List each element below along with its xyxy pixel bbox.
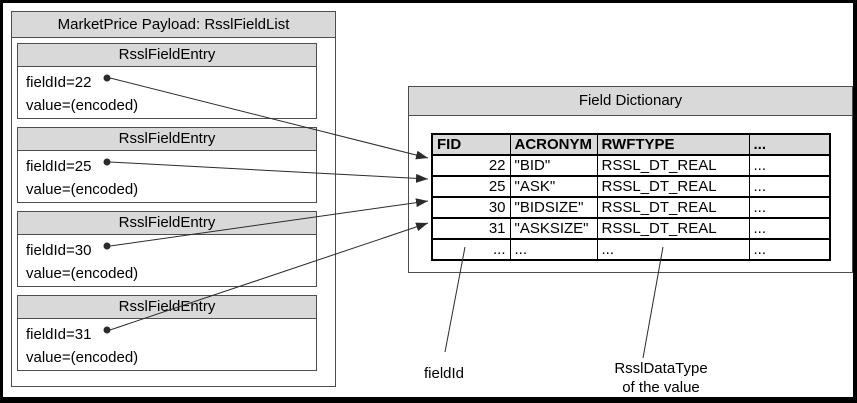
cell-acronym: "ASKSIZE"	[509, 217, 598, 240]
cell-more: ...	[748, 217, 831, 240]
cell-acronym: "BIDSIZE"	[509, 196, 598, 219]
field-entry-header: RsslFieldEntry	[18, 44, 316, 67]
cell-rwftype: RSSL_DT_REAL	[596, 196, 750, 219]
cell-more: ...	[748, 175, 831, 198]
datatype-annotation-line2: of the value	[622, 379, 700, 396]
cell-fid: 31	[431, 217, 511, 240]
datatype-annotation-line1: RsslDataType	[614, 360, 708, 377]
table-row-ellipsis: ... ... ... ...	[431, 238, 831, 261]
table-row: 31 "ASKSIZE" RSSL_DT_REAL ...	[431, 217, 831, 240]
table-row: 30 "BIDSIZE" RSSL_DT_REAL ...	[431, 196, 831, 219]
field-value-text: value=(encoded)	[26, 97, 139, 114]
col-header-fid: FID	[431, 133, 511, 156]
cell-fid: 22	[431, 154, 511, 177]
field-entry-22: RsslFieldEntry fieldId=22 value=(encoded…	[17, 43, 317, 119]
cell-acronym: ...	[509, 238, 598, 261]
cell-more: ...	[748, 238, 831, 261]
field-entry-body: fieldId=25 value=(encoded)	[18, 151, 316, 201]
cell-more: ...	[748, 196, 831, 219]
cell-rwftype: RSSL_DT_REAL	[596, 175, 750, 198]
datatype-annotation-label: RsslDataType of the value	[596, 359, 726, 397]
field-entry-25: RsslFieldEntry fieldId=25 value=(encoded…	[17, 127, 317, 203]
field-dictionary-title: Field Dictionary	[409, 87, 852, 116]
cell-fid: 30	[431, 196, 511, 219]
payload-box-title: MarketPrice Payload: RsslFieldList	[12, 12, 335, 38]
cell-rwftype: RSSL_DT_REAL	[596, 154, 750, 177]
payload-box: MarketPrice Payload: RsslFieldList RsslF…	[11, 11, 336, 387]
table-header-row: FID ACRONYM RWFTYPE ...	[431, 133, 831, 156]
field-entry-31: RsslFieldEntry fieldId=31 value=(encoded…	[17, 295, 317, 371]
cell-rwftype: ...	[596, 238, 750, 261]
cell-fid: 25	[431, 175, 511, 198]
table-row: 25 "ASK" RSSL_DT_REAL ...	[431, 175, 831, 198]
field-entry-header: RsslFieldEntry	[18, 128, 316, 151]
field-entry-body: fieldId=30 value=(encoded)	[18, 235, 316, 285]
field-entry-30: RsslFieldEntry fieldId=30 value=(encoded…	[17, 211, 317, 287]
field-value-text: value=(encoded)	[26, 181, 139, 198]
field-value-text: value=(encoded)	[26, 349, 139, 366]
field-entry-header: RsslFieldEntry	[18, 296, 316, 319]
cell-rwftype: RSSL_DT_REAL	[596, 217, 750, 240]
field-value-text: value=(encoded)	[26, 265, 139, 282]
cell-acronym: "ASK"	[509, 175, 598, 198]
col-header-more: ...	[748, 133, 831, 156]
field-id-text: fieldId=30	[26, 242, 92, 259]
field-id-text: fieldId=22	[26, 74, 92, 91]
fieldid-annotation-label: fieldId	[424, 365, 465, 382]
field-entry-body: fieldId=22 value=(encoded)	[18, 67, 316, 117]
table-row: 22 "BID" RSSL_DT_REAL ...	[431, 154, 831, 177]
field-dictionary-table: FID ACRONYM RWFTYPE ... 22 "BID" RSSL_DT…	[431, 133, 831, 261]
field-entry-body: fieldId=31 value=(encoded)	[18, 319, 316, 369]
field-entry-header: RsslFieldEntry	[18, 212, 316, 235]
col-header-rwftype: RWFTYPE	[596, 133, 750, 156]
cell-acronym: "BID"	[509, 154, 598, 177]
field-id-text: fieldId=31	[26, 326, 92, 343]
col-header-acronym: ACRONYM	[509, 133, 598, 156]
field-id-text: fieldId=25	[26, 158, 92, 175]
cell-more: ...	[748, 154, 831, 177]
field-dictionary-box: Field Dictionary FID ACRONYM RWFTYPE ...…	[408, 86, 853, 273]
cell-fid: ...	[431, 238, 511, 261]
